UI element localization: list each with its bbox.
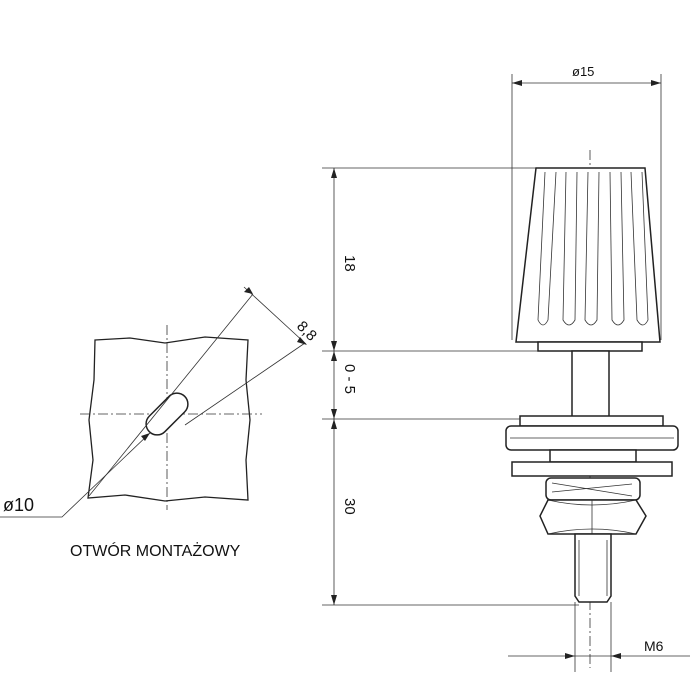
spring-washer xyxy=(545,477,641,501)
gap-range-label: 0 - 5 xyxy=(341,364,358,394)
washer-lower xyxy=(511,461,673,477)
shaft xyxy=(571,350,610,418)
hole-diameter-arrow xyxy=(141,433,150,441)
washer-middle xyxy=(549,449,637,463)
hole-diameter-leader xyxy=(0,432,151,518)
slot-width-dimension xyxy=(243,286,307,345)
knob-height-label: 18 xyxy=(341,255,358,272)
mounting-hole-view: 8,8 ø10 OTWÓR MONTAŻOWY xyxy=(0,286,320,560)
knob-diameter-label: ø15 xyxy=(572,64,594,79)
caption: OTWÓR MONTAŻOWY xyxy=(70,541,241,560)
hex-nut xyxy=(539,499,647,535)
terminal-side-view xyxy=(505,150,679,668)
knob-flutes xyxy=(537,171,649,326)
slot-width-label: 8,8 xyxy=(293,318,320,345)
dimensions: ø15 18 0 - 5 30 M6 xyxy=(322,64,690,672)
threaded-stud xyxy=(574,533,612,603)
hole-diameter-label: ø10 xyxy=(3,495,34,515)
mounting-slot xyxy=(145,392,189,436)
body-length-label: 30 xyxy=(341,498,358,515)
washer-top xyxy=(519,415,664,427)
thread-label: M6 xyxy=(644,638,664,654)
slot-width-arrow-a xyxy=(244,287,253,294)
panel-outline xyxy=(87,336,251,502)
slot-dimension-line-a xyxy=(88,293,254,497)
slot-width-arrow-b xyxy=(297,337,307,345)
slot-dimension-line-b xyxy=(184,342,306,426)
knob xyxy=(515,167,661,343)
knob-base-ring xyxy=(537,341,643,352)
